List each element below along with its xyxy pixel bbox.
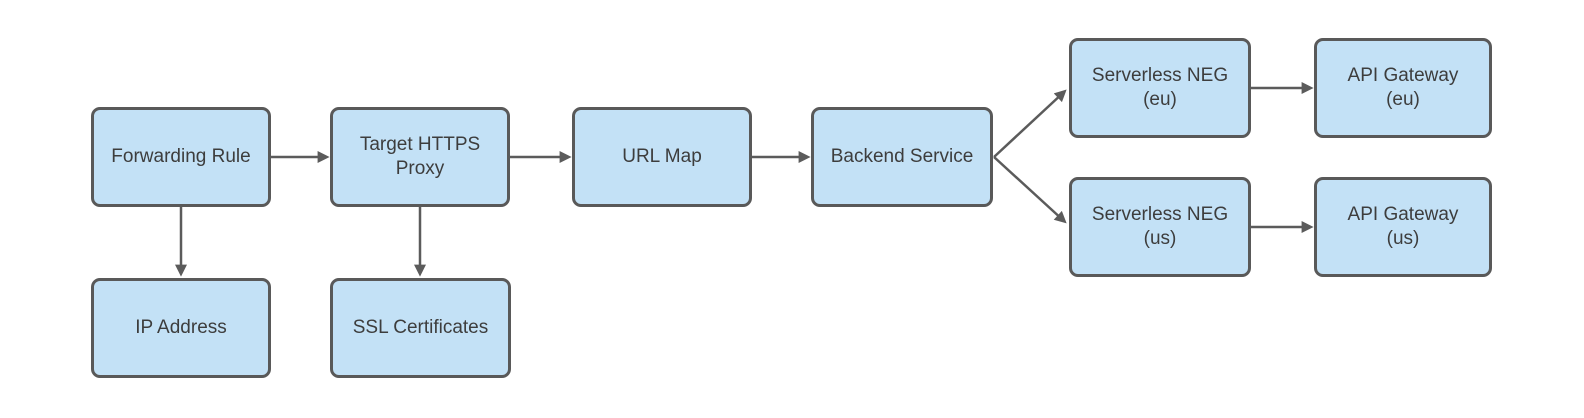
node-label: API Gateway <box>1347 203 1459 225</box>
node-label: (eu) <box>1143 89 1177 110</box>
node-api-gateway-eu: API Gateway (eu) <box>1314 38 1492 138</box>
node-label: Proxy <box>395 158 445 179</box>
node-target-https-proxy: Target HTTPS Proxy <box>330 107 510 207</box>
node-label: (eu) <box>1386 89 1420 110</box>
node-api-gateway-us: API Gateway (us) <box>1314 177 1492 277</box>
node-ip-address: IP Address <box>91 278 271 378</box>
node-ssl-certificates: SSL Certificates <box>330 278 511 378</box>
node-label: URL Map <box>622 145 702 167</box>
node-label: Target HTTPS <box>359 133 481 155</box>
node-label: (us) <box>1143 228 1177 249</box>
node-label: IP Address <box>135 316 227 338</box>
node-url-map: URL Map <box>572 107 752 207</box>
node-label: Forwarding Rule <box>111 145 251 167</box>
node-serverless-neg-us: Serverless NEG (us) <box>1069 177 1251 277</box>
edge-backend-service-to-serverless-neg-us <box>993 156 1067 224</box>
node-label: API Gateway <box>1347 64 1459 86</box>
node-serverless-neg-eu: Serverless NEG (eu) <box>1069 38 1251 138</box>
node-forwarding-rule: Forwarding Rule <box>91 107 271 207</box>
node-label: Serverless NEG <box>1091 64 1229 86</box>
node-label: SSL Certificates <box>352 316 489 338</box>
edge-backend-service-to-serverless-neg-eu <box>993 89 1067 158</box>
node-label: (us) <box>1386 228 1420 249</box>
node-label: Backend Service <box>830 145 974 167</box>
node-backend-service: Backend Service <box>811 107 993 207</box>
node-label: Serverless NEG <box>1091 203 1229 225</box>
